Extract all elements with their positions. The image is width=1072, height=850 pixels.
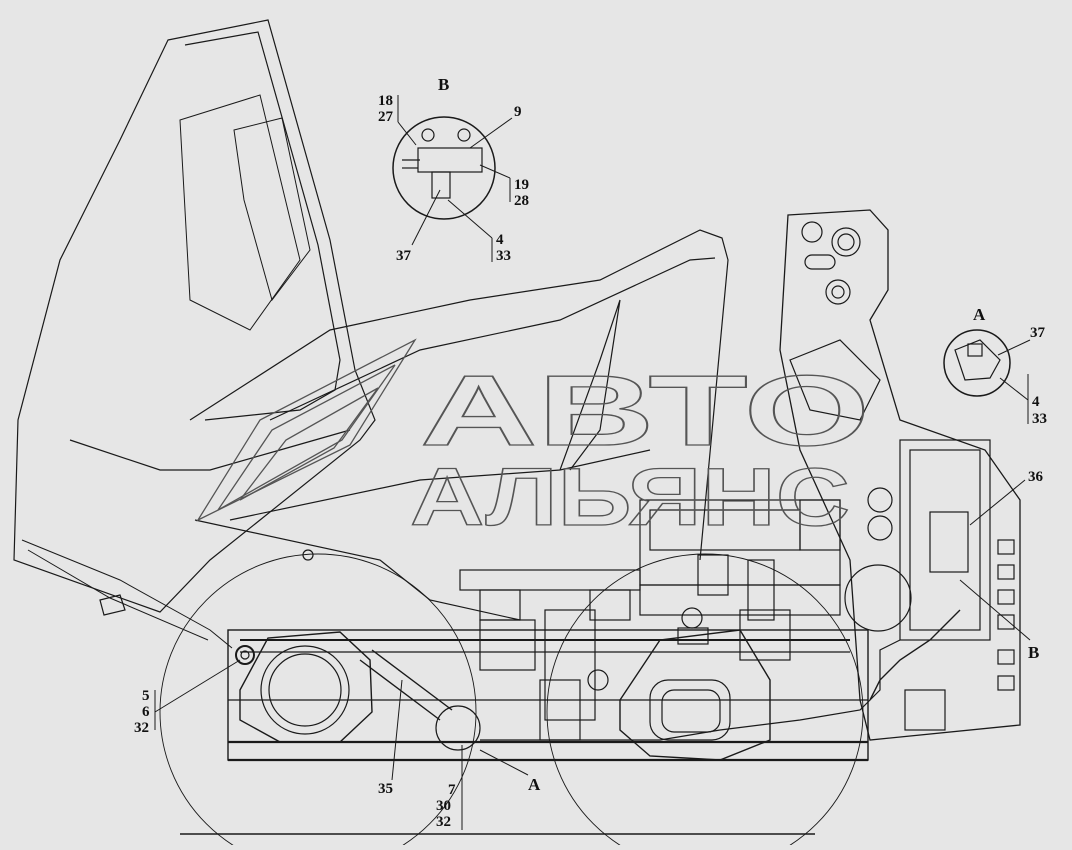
front-wheel — [159, 553, 477, 850]
cab-outline — [13, 19, 376, 649]
detail-view-b — [392, 116, 496, 220]
propeller-shaft — [359, 639, 901, 751]
hydraulic-line — [869, 609, 961, 701]
callout-4-a: 4 — [1032, 394, 1040, 410]
callout-6: 6 — [142, 704, 150, 720]
rear-axle-housing — [619, 629, 771, 761]
transmission — [479, 554, 791, 741]
callout-18: 18 — [378, 93, 393, 109]
callout-30: 30 — [436, 798, 451, 814]
callout-32-bottom: 32 — [436, 814, 451, 830]
leader-lines — [154, 95, 1031, 830]
front-axle-housing — [235, 631, 373, 743]
callout-9: 9 — [514, 104, 522, 120]
callout-32-front: 32 — [134, 720, 149, 736]
callout-28: 28 — [514, 193, 529, 209]
callout-4-b: 4 — [496, 232, 504, 248]
radiator-housing — [779, 209, 1021, 741]
callout-36: 36 — [1028, 469, 1044, 485]
view-label-a-right: A — [973, 305, 986, 324]
callout-33-b: 33 — [496, 248, 511, 264]
callout-35: 35 — [378, 781, 393, 797]
view-pointer-b: B — [1028, 643, 1039, 662]
view-label-b-top: B — [438, 75, 449, 94]
watermark: АВТО АЛЬЯНС — [196, 338, 871, 544]
watermark-logo — [196, 338, 417, 522]
callout-7: 7 — [448, 782, 456, 798]
callout-27: 27 — [378, 109, 394, 125]
watermark-line2: АЛЬЯНС — [410, 452, 850, 543]
view-pointer-a: A — [528, 775, 541, 794]
callout-19: 19 — [514, 177, 529, 193]
callout-33-a: 33 — [1032, 411, 1047, 427]
callout-37-a: 37 — [1030, 325, 1046, 341]
callout-37-b: 37 — [396, 248, 412, 264]
watermark-line1: АВТО — [420, 355, 870, 467]
engine-block — [639, 499, 841, 616]
callout-5: 5 — [142, 688, 150, 704]
body-outline — [189, 229, 729, 621]
detail-view-a — [943, 329, 1011, 397]
